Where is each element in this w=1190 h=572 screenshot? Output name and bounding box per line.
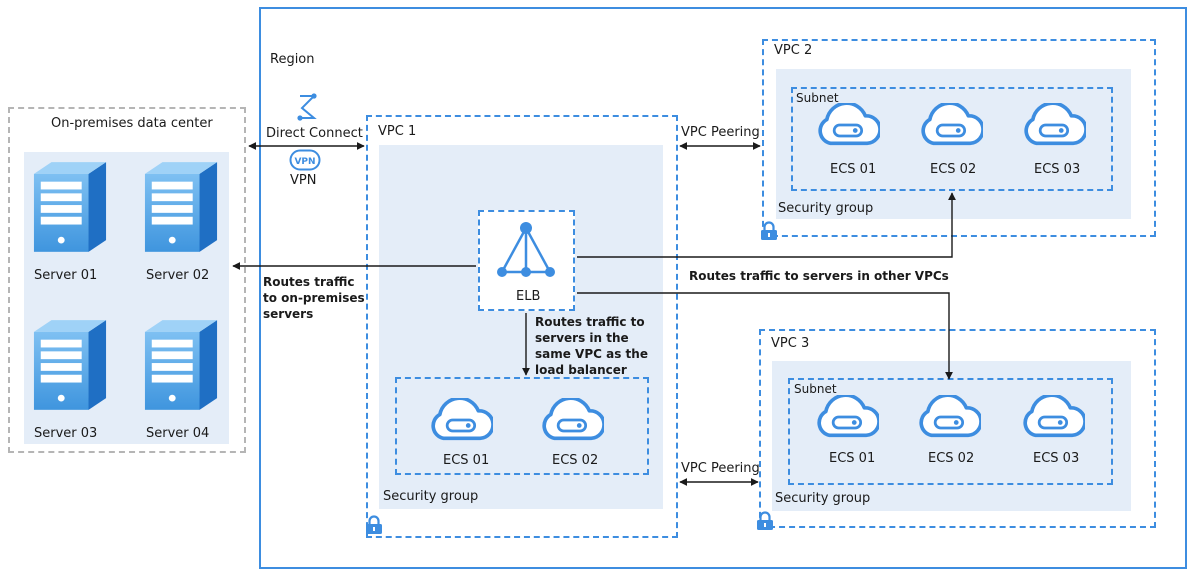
vpc1-ecs-group [395,377,649,475]
vpn-badge-text: VPN [294,157,315,167]
onprem-title: On-premises data center [51,116,213,131]
vpc1-security-group: Security group [383,489,479,504]
elb-to-vpc3-arrow [577,292,953,380]
vpc2-frame [762,39,1156,237]
same-vpc-route-line-3: same VPC as the [535,347,648,361]
vpn-icon: VPN [289,149,321,171]
vpc2-ecs-03-label: ECS 03 [1034,162,1081,177]
vpc3-frame [759,329,1156,528]
vpn-label: VPN [290,173,317,188]
onprem-route-line-3: servers [263,307,314,321]
vpc2-security-group: Security group [778,201,874,216]
vpc2-subnet-label: Subnet [796,91,839,105]
vpc3-subnet-label: Subnet [794,382,837,396]
vpc1-title: VPC 1 [378,124,417,139]
vpc3-security-group: Security group [775,491,871,506]
onprem-route-line-1: Routes traffic [263,275,355,289]
same-vpc-route-line-4: load balancer [535,363,627,377]
vpc3-title: VPC 3 [771,336,810,351]
vpc2-ecs-01-label: ECS 01 [830,162,877,177]
region-label: Region [270,52,315,67]
direct-connect-label: Direct Connect [266,126,363,141]
elb-icon [497,222,555,277]
same-vpc-route-line-2: servers in the [535,331,629,345]
server-04-label: Server 04 [146,426,210,441]
vpc2-ecs-02-label: ECS 02 [930,162,977,177]
direct-connect-icon [297,93,317,121]
peering-bottom-label: VPC Peering [681,461,760,476]
vpc1-frame [366,115,678,538]
region-frame [259,7,1187,569]
vpc3-ecs-03-label: ECS 03 [1033,451,1080,466]
elb-to-vpc2-arrow [577,192,956,258]
onprem-route-line-2: to on-premises [263,291,365,305]
peering-top-label: VPC Peering [681,125,760,140]
vpc2-subnet [791,87,1113,191]
server-03-label: Server 03 [34,426,98,441]
vpc3-ecs-01-label: ECS 01 [829,451,876,466]
elb-label: ELB [516,289,541,304]
server-01-label: Server 01 [34,268,98,283]
vpc1-ecs-01-label: ECS 01 [443,453,490,468]
vpc1-panel [379,145,663,509]
server-02-label: Server 02 [146,268,210,283]
other-vpcs-route-label: Routes traffic to servers in other VPCs [689,269,949,283]
vpc1-ecs-02-label: ECS 02 [552,453,599,468]
vpc2-title: VPC 2 [774,43,813,58]
same-vpc-route-line-1: Routes traffic to [535,315,645,329]
vpc3-ecs-02-label: ECS 02 [928,451,975,466]
onprem-frame [8,107,246,453]
